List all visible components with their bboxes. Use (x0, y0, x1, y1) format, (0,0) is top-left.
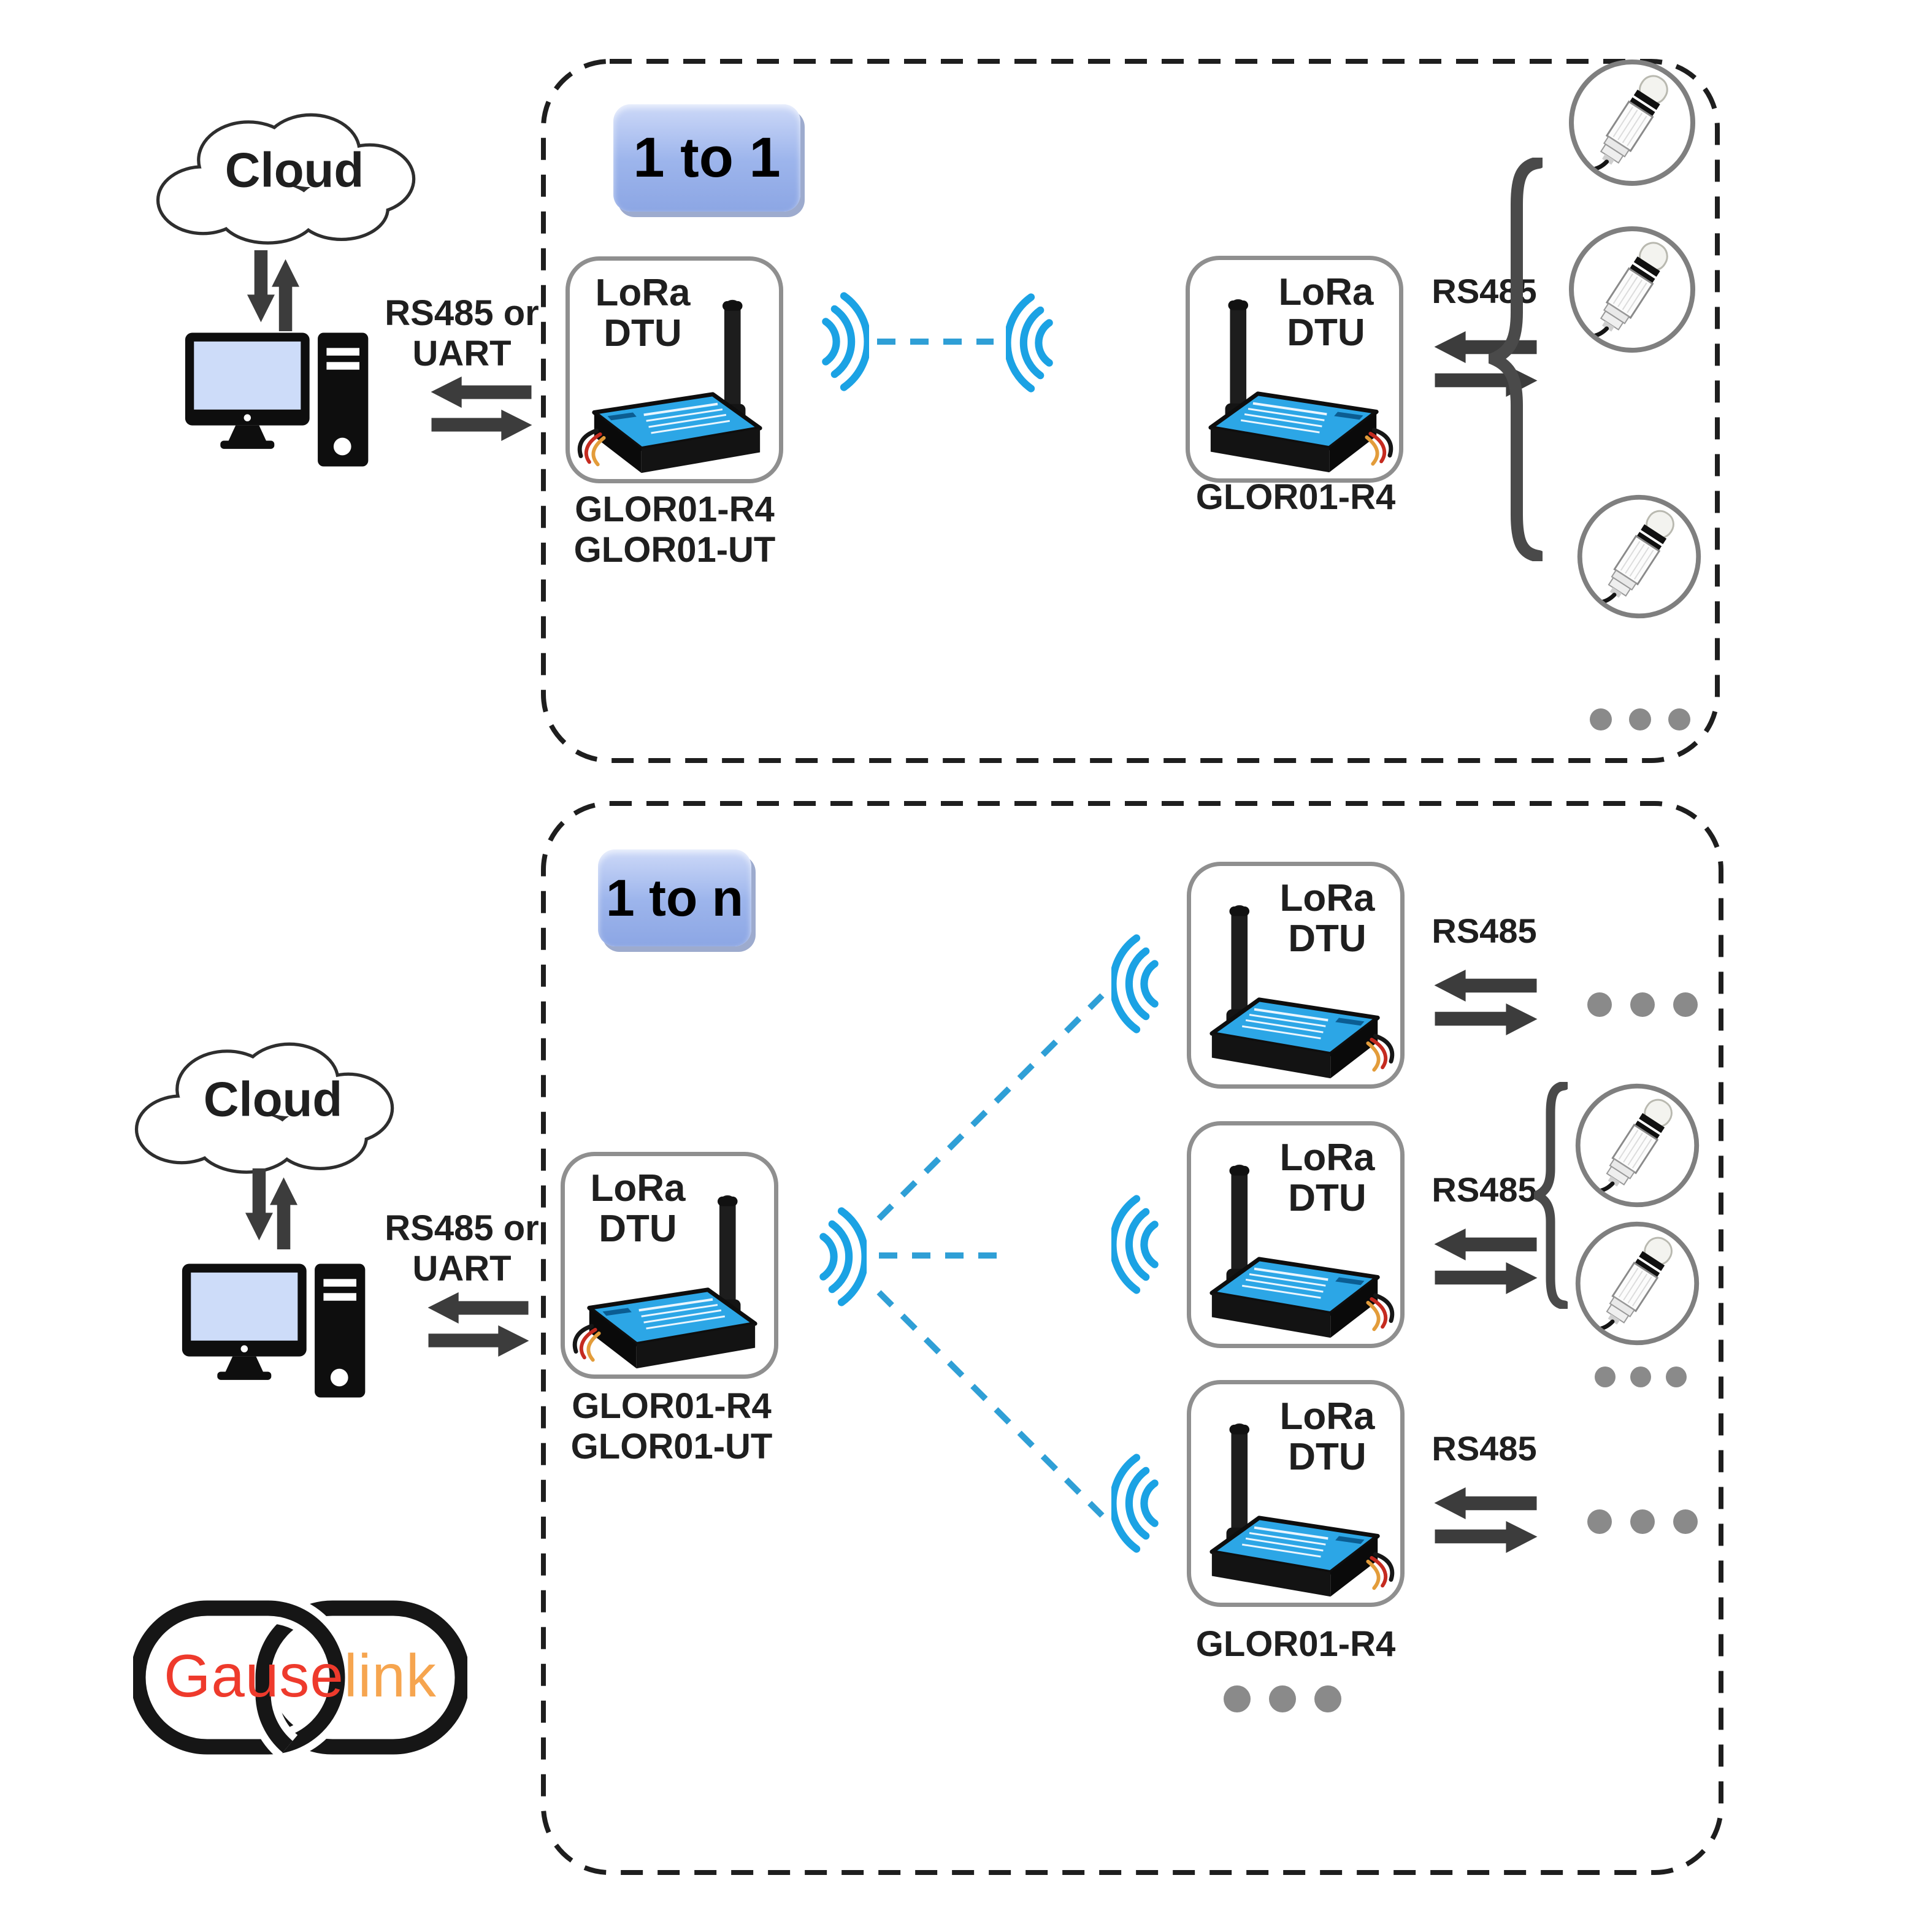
gauselink-logo-text: Gauselink (133, 1641, 467, 1711)
computer-icon (184, 331, 386, 481)
rs485-uart-label: RS485 or UART (379, 1208, 545, 1289)
badge-1ton: 1 to n (598, 849, 751, 946)
rs485-label: RS485 (1432, 1170, 1537, 1209)
model-r4-label: GLOR01-R4 (1195, 1624, 1396, 1664)
model-r4-label: GLOR01-R4 (575, 489, 775, 529)
wireless-fanout-dashed-lines (876, 993, 1105, 1518)
swap-arrows-horizontal-icon (426, 1291, 531, 1357)
logo-text-link: link (343, 1642, 437, 1710)
swap-arrows-horizontal-icon (429, 375, 534, 442)
cloud-label: Cloud (203, 1071, 343, 1127)
badge-1to1: 1 to 1 (613, 104, 800, 212)
node-title: LoRa DTU (595, 272, 691, 355)
cloud: Cloud (144, 101, 445, 248)
rs485-or-text: RS485 or (385, 1208, 539, 1248)
node-title: LoRa DTU (1279, 1137, 1375, 1219)
ellipsis-dots-icon (1587, 1509, 1698, 1534)
curly-brace-icon (1489, 158, 1543, 561)
curly-brace-icon (1534, 1082, 1568, 1309)
sensor-probe-icon (1571, 1217, 1703, 1349)
dtu-node-1ton-hub: LoRa DTU (561, 1152, 778, 1379)
lora-dtu-device-icon (1194, 902, 1400, 1083)
one-to-n-section-border (541, 801, 1723, 1875)
uart-text: UART (412, 1249, 512, 1289)
ellipsis-dots-icon (1224, 1685, 1341, 1712)
swap-arrows-vertical-icon (244, 250, 302, 331)
rs485-or-text: RS485 or (385, 293, 539, 333)
lora-dtu-device-icon (572, 296, 778, 478)
wifi-waves-icon (1006, 288, 1064, 397)
ellipsis-dots-icon (1590, 708, 1690, 730)
dtu-node-1to1-right: LoRa DTU (1186, 256, 1403, 483)
rs485-label: RS485 (1432, 911, 1537, 950)
logo-text-gause: Gause (164, 1642, 344, 1710)
node-title: LoRa DTU (1279, 877, 1375, 960)
swap-arrows-vertical-icon (242, 1168, 301, 1249)
sensor-probe-icon (1565, 55, 1700, 190)
uart-text: UART (412, 334, 512, 374)
swap-arrows-horizontal-icon (1432, 1486, 1539, 1554)
model-r4-label: GLOR01-R4 (1195, 477, 1396, 517)
rs485-label: RS485 (1432, 1429, 1537, 1468)
ellipsis-dots-icon (1587, 992, 1698, 1017)
model-labels: GLOR01-R4 (1187, 477, 1405, 518)
swap-arrows-horizontal-icon (1432, 1227, 1539, 1295)
model-ut-label: GLOR01-UT (570, 1427, 773, 1467)
computer-icon (181, 1262, 383, 1413)
cloud: Cloud (123, 1030, 423, 1178)
lora-dtu-device-icon (1194, 1161, 1400, 1343)
node-title: LoRa DTU (1278, 271, 1374, 354)
swap-arrows-horizontal-icon (1432, 968, 1539, 1036)
chain-link-logo-icon (133, 1593, 467, 1762)
wifi-waves-icon (1111, 929, 1170, 1038)
dtu-node-1ton-remote-1: LoRa DTU (1187, 862, 1405, 1089)
rs485-uart-label: RS485 or UART (379, 293, 545, 374)
gauselink-logo: Gauselink (133, 1589, 467, 1766)
model-labels: GLOR01-R4 GLOR01-UT (552, 1386, 791, 1467)
lora-dtu-device-icon (567, 1192, 773, 1373)
lora-dtu-device-icon (1192, 296, 1398, 477)
one-to-one-section-border (541, 59, 1720, 763)
wifi-waves-icon (811, 287, 869, 396)
model-ut-label: GLOR01-UT (573, 530, 776, 570)
dtu-node-1to1-left: LoRa DTU (565, 256, 783, 483)
model-r4-label: GLOR01-R4 (572, 1386, 772, 1426)
sensor-probe-icon (1573, 491, 1705, 623)
model-labels: GLOR01-R4 GLOR01-UT (555, 489, 794, 570)
wireless-link-dashed-line (877, 339, 994, 345)
wifi-waves-icon (808, 1202, 867, 1311)
model-labels: GLOR01-R4 (1187, 1624, 1405, 1665)
node-title: LoRa DTU (590, 1167, 686, 1250)
lora-dtu-device-icon (1194, 1420, 1400, 1601)
wifi-waves-icon (1111, 1449, 1170, 1558)
sensor-probe-icon (1571, 1079, 1703, 1211)
cloud-label: Cloud (224, 142, 364, 197)
dtu-node-1ton-remote-3: LoRa DTU (1187, 1380, 1405, 1607)
sensor-probe-icon (1565, 222, 1700, 357)
ellipsis-dots-icon (1595, 1367, 1687, 1387)
wifi-waves-icon (1111, 1190, 1170, 1299)
dtu-node-1ton-remote-2: LoRa DTU (1187, 1121, 1405, 1348)
node-title: LoRa DTU (1279, 1395, 1375, 1478)
